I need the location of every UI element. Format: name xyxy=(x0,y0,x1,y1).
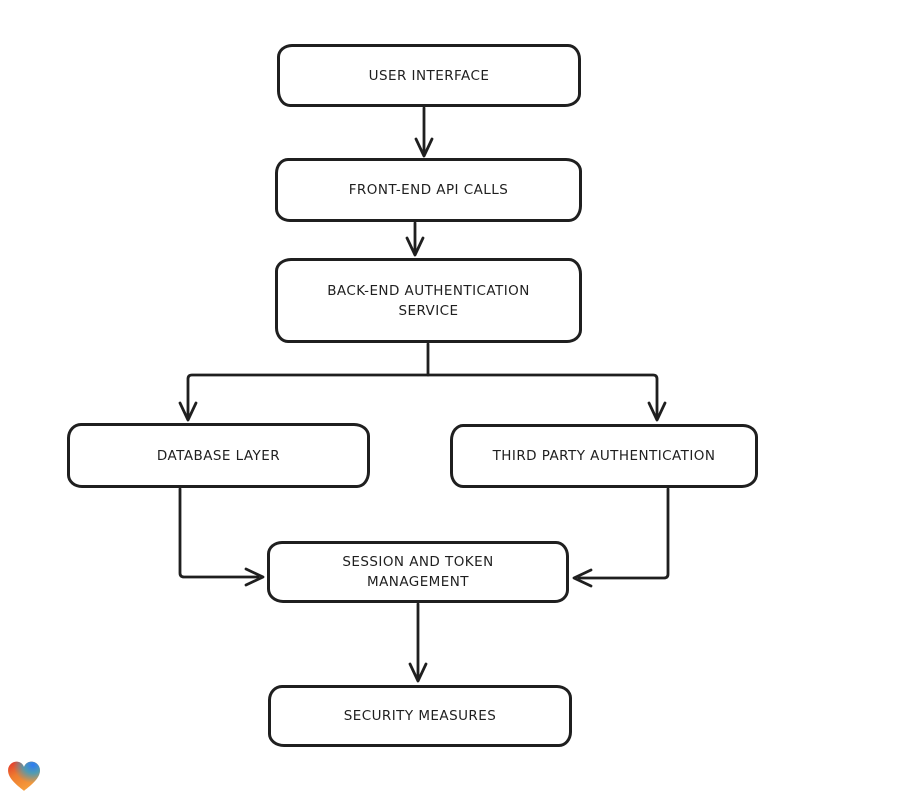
gradient-heart-logo-badge[interactable] xyxy=(7,760,41,793)
node-database-layer: DATABASE LAYER xyxy=(67,423,370,488)
node-third-party-authentication: THIRD PARTY AUTHENTICATION xyxy=(450,424,758,488)
node-front-end-api-calls: FRONT-END API CALLS xyxy=(275,158,582,222)
node-session-and-token-management-label: SESSION AND TOKEN MANAGEMENT xyxy=(342,554,494,590)
edge-front-end-api-calls-to-back-end-authentication-service xyxy=(405,221,425,257)
edge-back-end-branch xyxy=(178,342,667,422)
edge-session-and-token-management-to-security-measures xyxy=(408,602,428,683)
node-security-measures: SECURITY MEASURES xyxy=(268,685,572,747)
node-back-end-authentication-service-label: BACK-END AUTHENTICATION SERVICE xyxy=(327,282,530,319)
edge-database-layer-to-session-and-token-management xyxy=(178,487,265,587)
node-user-interface: USER INTERFACE xyxy=(277,44,581,107)
edge-third-party-authentication-to-session-and-token-management xyxy=(572,487,670,588)
node-session-and-token-management: SESSION AND TOKEN MANAGEMENT xyxy=(267,541,569,603)
node-third-party-authentication-label: THIRD PARTY AUTHENTICATION xyxy=(492,448,716,464)
node-user-interface-label: USER INTERFACE xyxy=(368,67,490,84)
node-database-layer-label: DATABASE LAYER xyxy=(156,447,281,464)
edge-user-interface-to-front-end-api-calls xyxy=(414,106,434,158)
node-back-end-authentication-service: BACK-END AUTHENTICATION SERVICE xyxy=(275,258,582,343)
node-front-end-api-calls-label: FRONT-END API CALLS xyxy=(348,182,509,198)
gradient-heart-icon xyxy=(8,761,40,791)
node-security-measures-label: SECURITY MEASURES xyxy=(343,708,497,724)
